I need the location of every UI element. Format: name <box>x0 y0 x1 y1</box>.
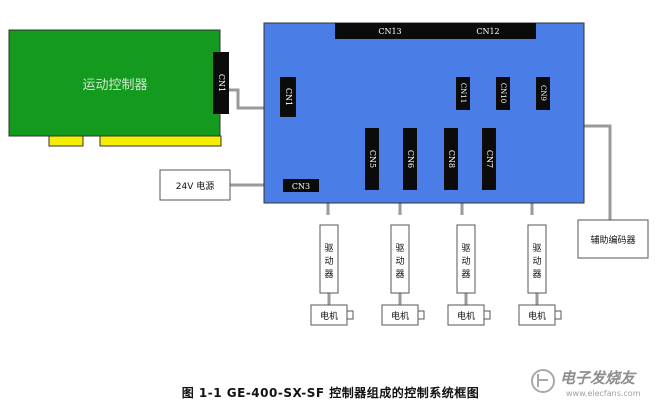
connector-cn6 <box>403 128 417 190</box>
connector-cn13-cn12 <box>335 23 536 39</box>
gold-finger-left <box>48 135 84 147</box>
connector-cn9 <box>536 77 550 110</box>
figure-caption: 图 1-1 GE-400-SX-SF 控制器组成的控制系统框图 <box>181 386 480 400</box>
connector-cn5 <box>365 128 379 190</box>
interface-board-body <box>263 22 585 204</box>
watermark-text: 电子发烧友 <box>560 369 636 387</box>
connector-cn5-label: CN5 <box>368 150 377 168</box>
connector-cn3 <box>283 179 319 192</box>
connector-cn1-card-label: CN1 <box>217 74 226 92</box>
driver-label-3-2: 动 <box>461 256 470 267</box>
motor-label-4: 电机 <box>528 310 546 322</box>
encoder-label: 辅助编码器 <box>590 234 635 246</box>
driver-label-3-1: 驱 <box>461 243 470 254</box>
driver-label-2-2: 动 <box>395 256 404 267</box>
driver-label-4-2: 动 <box>532 256 541 267</box>
driver-box-1 <box>319 224 339 294</box>
driver-box-4 <box>527 224 547 294</box>
connector-cn1-board-label: CN1 <box>284 88 293 106</box>
connector-cn8 <box>444 128 458 190</box>
driver-label-2-1: 驱 <box>395 243 404 254</box>
encoder-box <box>577 219 649 259</box>
motor-shaft-1 <box>346 310 354 320</box>
connector-cn7-label: CN7 <box>485 150 494 168</box>
power-supply-label: 24V 电源 <box>176 180 214 192</box>
motor-shaft-3 <box>483 310 491 320</box>
driver-box-2 <box>390 224 410 294</box>
watermark-logo-icon <box>531 369 555 393</box>
power-supply-box <box>159 169 231 201</box>
motor-label-3: 电机 <box>457 310 475 322</box>
controller-board <box>8 29 221 137</box>
connector-cn9-label: CN9 <box>539 85 547 101</box>
connector-cn3-label: CN3 <box>292 182 310 191</box>
driver-label-3-3: 器 <box>461 269 470 280</box>
watermark-url: www.elecfans.com <box>566 389 641 398</box>
connector-cn13-label: CN13 <box>378 27 401 36</box>
driver-box-3 <box>456 224 476 294</box>
motor-label-1: 电机 <box>320 310 338 322</box>
connector-cn1-board <box>280 77 296 117</box>
driver-label-1-2: 动 <box>324 256 333 267</box>
motor-label-2: 电机 <box>391 310 409 322</box>
wire-cn1-link <box>229 88 280 110</box>
connector-cn1-card <box>213 52 229 114</box>
connector-cn6-label: CN6 <box>406 150 415 168</box>
connector-cn11-label: CN11 <box>459 83 467 103</box>
driver-label-1-3: 器 <box>324 269 333 280</box>
connector-cn11 <box>456 77 470 110</box>
driver-label-4-1: 驱 <box>532 243 541 254</box>
driver-label-4-3: 器 <box>532 269 541 280</box>
driver-label-2-3: 器 <box>395 269 404 280</box>
connector-cn10 <box>496 77 510 110</box>
connector-cn10-label: CN10 <box>499 83 507 103</box>
controller-label: 运动控制器 <box>82 78 147 93</box>
motion-controller-card: 运动控制器 CN1 <box>8 29 229 147</box>
connector-cn12-label: CN12 <box>476 27 499 36</box>
interface-board: CN13 CN12 CN1 CN11 CN10 CN9 CN5 CN6 CN8 … <box>263 22 585 204</box>
driver-label-1-1: 驱 <box>324 243 333 254</box>
connector-cn7 <box>482 128 496 190</box>
motor-shaft-4 <box>554 310 562 320</box>
motor-shaft-2 <box>417 310 425 320</box>
connector-cn8-label: CN8 <box>447 150 456 168</box>
gold-finger-right <box>99 135 222 147</box>
